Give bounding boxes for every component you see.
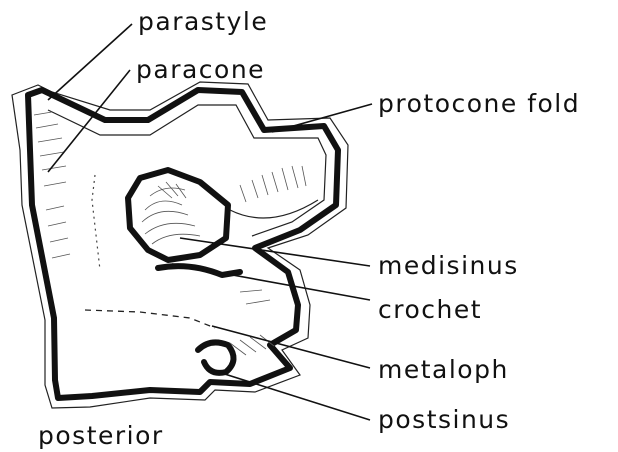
crown-hatching	[34, 112, 306, 355]
label-medisinus: medisinus	[378, 251, 519, 280]
loph-dashed-line	[85, 310, 215, 328]
label-paracone: paracone	[136, 55, 265, 84]
label-parastyle: parastyle	[138, 7, 268, 36]
label-crochet: crochet	[378, 295, 482, 324]
postsinus-pit	[198, 342, 234, 372]
label-postsinus: postsinus	[378, 405, 510, 434]
label-metaloph: metaloph	[378, 355, 509, 384]
leader-crochet	[172, 264, 370, 300]
leader-postsinus	[212, 370, 370, 420]
tooth-inner-outline	[48, 105, 326, 236]
paracone-dotted-line	[92, 175, 100, 270]
medisinus-hatching	[142, 182, 200, 244]
leader-parastyle	[48, 24, 132, 100]
tooth-outer-outline	[12, 82, 348, 408]
medisinus-cavity	[128, 170, 228, 260]
label-protocone-fold: protocone fold	[378, 89, 580, 118]
tooth-enamel-outline	[28, 90, 338, 398]
protocone-inner-curve	[230, 200, 318, 218]
label-posterior: posterior	[38, 421, 164, 450]
